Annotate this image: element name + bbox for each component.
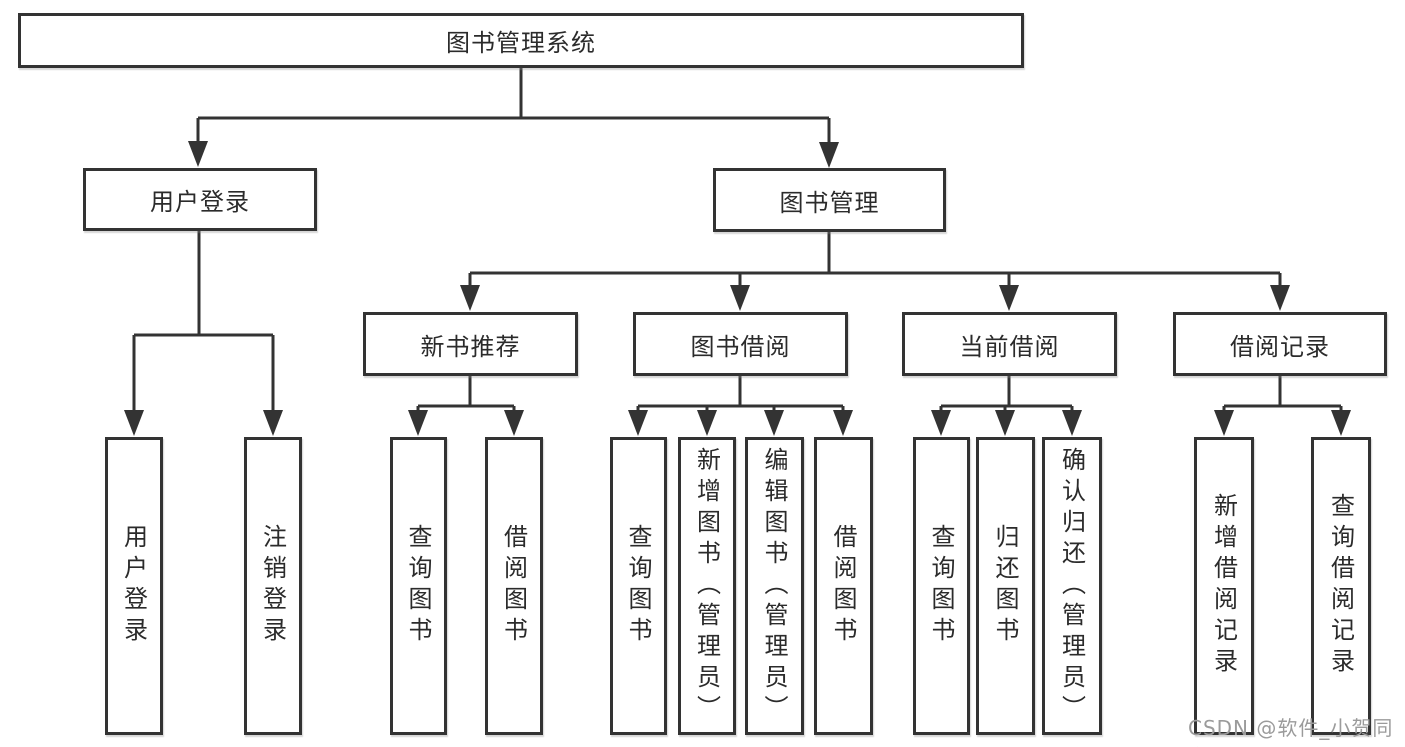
node-new-book-recommend: 新书推荐 [363, 312, 578, 376]
leaf-logout: 注销登录 [244, 437, 302, 735]
leaf-return-book: 归还图书 [976, 437, 1035, 735]
leaf-query-book-current: 查询图书 [913, 437, 970, 735]
node-user-login: 用户登录 [83, 168, 317, 231]
leaf-confirm-return-admin: 确认归还（管理员） [1042, 437, 1102, 735]
leaf-query-borrow-record: 查询借阅记录 [1311, 437, 1371, 735]
leaf-query-book-recommend: 查询图书 [390, 437, 447, 735]
leaf-query-book-borrow: 查询图书 [610, 437, 667, 735]
leaf-add-borrow-record: 新增借阅记录 [1194, 437, 1254, 735]
node-book-borrow: 图书借阅 [633, 312, 848, 376]
leaf-edit-book-admin: 编辑图书（管理员） [745, 437, 804, 735]
node-book-management: 图书管理 [713, 168, 946, 232]
leaf-user-login: 用户登录 [105, 437, 163, 735]
watermark-text: CSDN @软件_小贺同学 [1188, 716, 1394, 747]
leaf-borrow-book: 借阅图书 [814, 437, 873, 735]
node-borrow-records: 借阅记录 [1173, 312, 1387, 376]
node-root: 图书管理系统 [18, 13, 1024, 68]
node-current-borrow: 当前借阅 [902, 312, 1117, 376]
leaf-borrow-book-recommend: 借阅图书 [485, 437, 543, 735]
leaf-add-book-admin: 新增图书（管理员） [678, 437, 736, 735]
